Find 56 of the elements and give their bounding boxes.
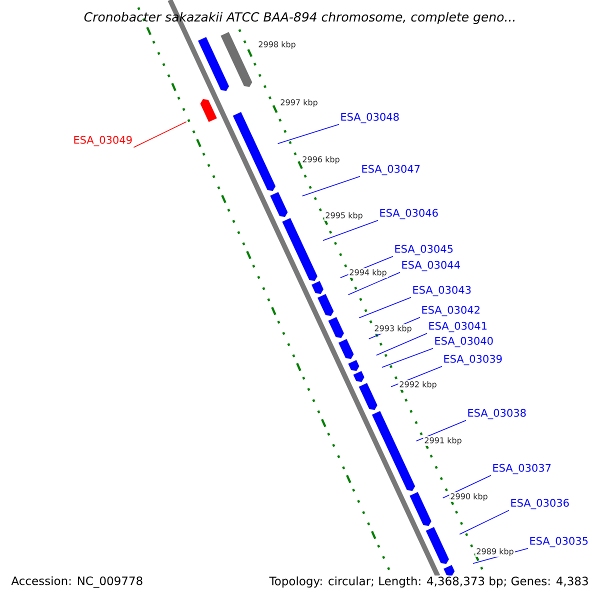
leader-line bbox=[459, 510, 510, 535]
leader-line bbox=[416, 420, 466, 442]
gene-bar bbox=[232, 112, 276, 191]
tick-label: 2998 kbp bbox=[257, 40, 297, 50]
gene-label: ESA_03044 bbox=[402, 260, 460, 272]
gene-bar bbox=[426, 527, 449, 564]
footer-text: Accession: NC_009778 bbox=[10, 575, 144, 589]
leader-line bbox=[358, 296, 412, 318]
gene-bar bbox=[312, 281, 324, 294]
gene-label: ESA_03038 bbox=[468, 408, 526, 420]
gene-label: ESA_03040 bbox=[435, 336, 493, 348]
gene-bar bbox=[444, 565, 455, 576]
tick-label: 2995 kbp bbox=[324, 211, 364, 221]
leader-line bbox=[133, 121, 187, 148]
gene-bar bbox=[358, 382, 378, 410]
gene-label: ESA_03042 bbox=[422, 306, 480, 316]
gene-label: ESA_03035 bbox=[530, 536, 588, 548]
gene-bar bbox=[282, 218, 318, 281]
tick-label: 2990 kbp bbox=[449, 492, 489, 502]
tick-label: 2997 kbp bbox=[279, 98, 319, 108]
gene-label: ESA_03039 bbox=[444, 354, 502, 366]
title: Cronobacter sakazakii ATCC BAA-894 chromosome, complete geno... bbox=[84, 12, 514, 24]
gene-label: ESA_03043 bbox=[413, 286, 471, 296]
gene-label: ESA_03036 bbox=[511, 498, 569, 510]
gene-bar bbox=[410, 492, 432, 526]
gene-bar bbox=[318, 294, 334, 316]
gene-label: ESA_03046 bbox=[380, 208, 438, 220]
gene-bar bbox=[328, 316, 344, 338]
gene-bar bbox=[338, 338, 354, 359]
gene-bar bbox=[220, 32, 252, 87]
leader-line bbox=[442, 474, 492, 498]
gene-bar bbox=[372, 411, 416, 491]
tick-label: 2993 kbp bbox=[373, 324, 413, 334]
gene-bar bbox=[348, 360, 360, 371]
gene-bar bbox=[270, 192, 288, 217]
gene-label: ESA_03041 bbox=[429, 322, 487, 332]
leader-line bbox=[322, 220, 378, 241]
tick-label: 2992 kbp bbox=[398, 380, 438, 390]
gene-label: ESA_03049 bbox=[74, 136, 132, 146]
leader-line bbox=[376, 332, 428, 356]
footer-text: Topology: circular; Length: 4,368,373 bp; Genes: 4,383 bbox=[268, 575, 590, 589]
gene-label: ESA_03047 bbox=[362, 164, 420, 176]
leader-line bbox=[348, 272, 400, 296]
leader-line bbox=[302, 176, 360, 196]
gene-bar bbox=[353, 371, 364, 382]
gene-bar bbox=[200, 99, 217, 122]
tick-label: 2989 kbp bbox=[475, 547, 515, 557]
leader-line bbox=[277, 124, 340, 144]
tick-label: 2991 kbp bbox=[423, 436, 463, 446]
tick-label: 2994 kbp bbox=[348, 268, 388, 278]
leader-line bbox=[382, 348, 434, 368]
gene-label: ESA_03045 bbox=[395, 244, 453, 256]
gene-label: ESA_03037 bbox=[493, 464, 551, 474]
gene-bar bbox=[198, 37, 230, 91]
tick-label: 2996 kbp bbox=[301, 155, 341, 165]
gene-label: ESA_03048 bbox=[341, 112, 399, 124]
